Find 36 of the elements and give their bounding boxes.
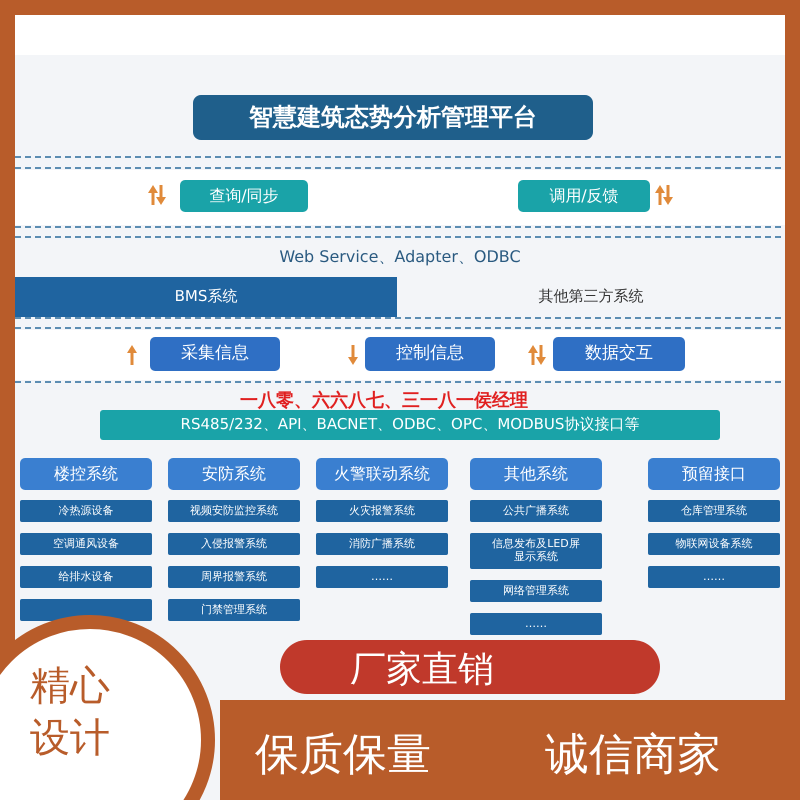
- info-box: 数据交互: [553, 337, 685, 371]
- category-header: 楼控系统: [20, 458, 152, 490]
- info-box: 控制信息: [365, 337, 495, 371]
- empty-box: [20, 599, 152, 621]
- category-header: 安防系统: [168, 458, 300, 490]
- system-item: 信息发布及LED屏显示系统: [470, 533, 602, 569]
- category-header: 火警联动系统: [316, 458, 448, 490]
- title-box: 智慧建筑态势分析管理平台: [193, 95, 593, 140]
- info-box: 采集信息: [150, 337, 280, 371]
- system-item: 火灾报警系统: [316, 500, 448, 522]
- system-item: 视频安防监控系统: [168, 500, 300, 522]
- slogan-text: 诚信商家: [545, 728, 721, 782]
- system-item: 仓库管理系统: [648, 500, 780, 522]
- system-item: 门禁管理系统: [168, 599, 300, 621]
- slogan-text: 保质保量: [255, 728, 431, 782]
- system-item: 入侵报警系统: [168, 533, 300, 555]
- slogan-text: 精心设计: [30, 662, 111, 763]
- system-item: 物联网设备系统: [648, 533, 780, 555]
- system-item: 空调通风设备: [20, 533, 152, 555]
- system-item: 消防广播系统: [316, 533, 448, 555]
- call-feedback-box: 调用/反馈: [518, 180, 650, 212]
- category-header: 其他系统: [470, 458, 602, 490]
- system-band: BMS系统: [15, 277, 397, 317]
- system-item: ……: [648, 566, 780, 588]
- system-item: 冷热源设备: [20, 500, 152, 522]
- query-sync-box: 查询/同步: [180, 180, 308, 212]
- contact-text: 一八零、六六八七、三一八一侯经理: [240, 389, 528, 412]
- system-item: 公共广播系统: [470, 500, 602, 522]
- system-item: 给排水设备: [20, 566, 152, 588]
- slogan-text: 厂家直销: [350, 648, 494, 692]
- system-item: ……: [316, 566, 448, 588]
- system-item: ……: [470, 613, 602, 635]
- system-item: 周界报警系统: [168, 566, 300, 588]
- protocol-band: RS485/232、API、BACNET、ODBC、OPC、MODBUS协议接口等: [100, 410, 720, 440]
- category-header: 预留接口: [648, 458, 780, 490]
- system-item: 网络管理系统: [470, 580, 602, 602]
